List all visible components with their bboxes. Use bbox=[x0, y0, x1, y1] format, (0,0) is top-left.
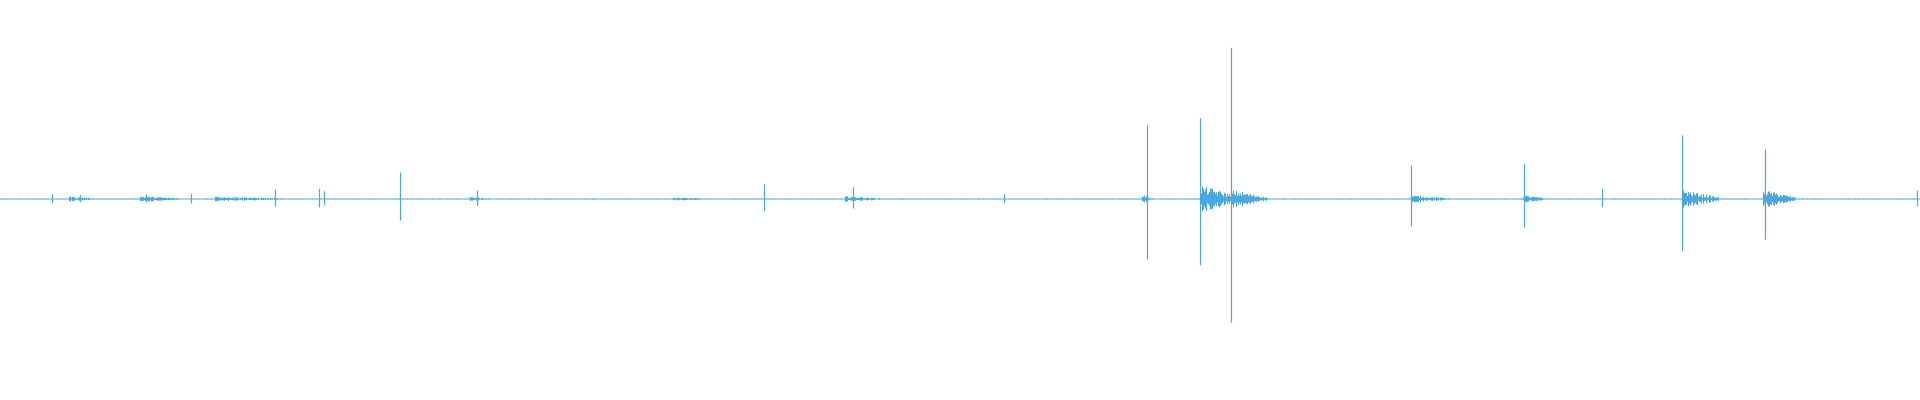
waveform-trace bbox=[0, 47, 1920, 323]
